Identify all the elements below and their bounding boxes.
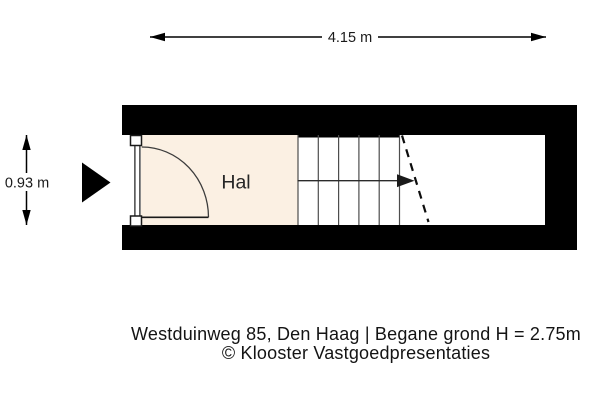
door-swing-arc [141, 146, 210, 218]
wall-top [122, 105, 577, 135]
stairs-cut-line [400, 135, 430, 223]
height-dimension: 0.93 m [3, 135, 51, 225]
entry-door [129, 134, 210, 227]
caption-credit: © Klooster Vastgoedpresentaties [221, 343, 491, 363]
arrow-down-icon [22, 210, 31, 225]
walls [122, 105, 577, 250]
width-dimension: 4.15 m [150, 27, 546, 47]
stairs-top-edge [298, 135, 400, 138]
stairs-direction-arrow-icon [397, 174, 415, 188]
wall-right [545, 105, 577, 250]
arrow-up-icon [22, 135, 31, 150]
width-label-backing [322, 27, 378, 47]
caption: Westduinweg 85, Den Haag | Begane grond … [110, 325, 600, 363]
arrow-right-icon [531, 32, 546, 42]
width-dimension-label: 4.15 m [328, 30, 372, 46]
door-frame-cap-top [129, 134, 143, 147]
height-label-backing [3, 173, 51, 191]
height-dimension-label: 0.93 m [5, 176, 49, 192]
arrow-left-icon [150, 32, 165, 42]
wall-bottom [122, 225, 577, 250]
entrance-arrow-icon [82, 162, 111, 203]
door-frame-cap-bottom [129, 215, 143, 227]
stairs [297, 135, 430, 225]
hal-room-label: Hal [221, 172, 250, 194]
hal-room [141, 135, 298, 225]
caption-address: Westduinweg 85, Den Haag | Begane grond … [131, 324, 581, 344]
